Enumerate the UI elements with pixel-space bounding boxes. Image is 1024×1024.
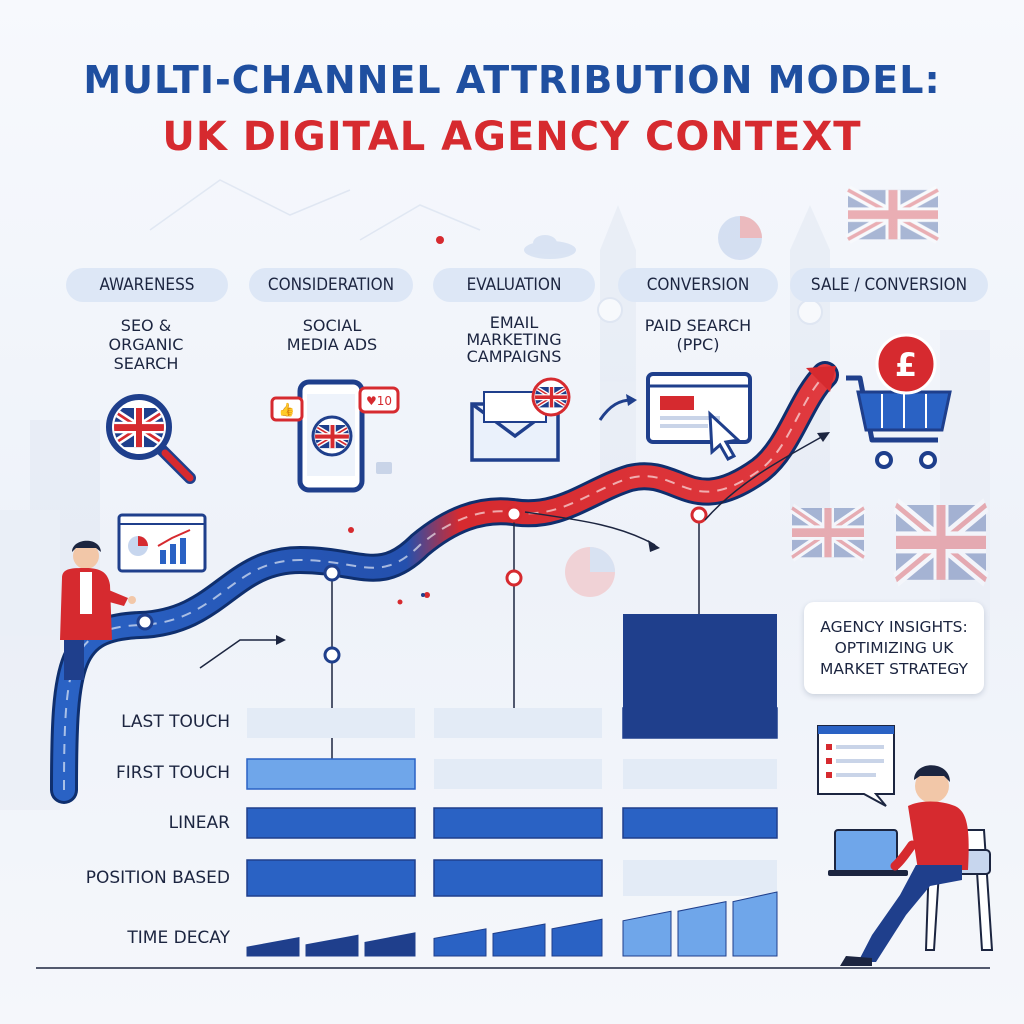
model-bar-0-0 (247, 708, 415, 738)
channel-seo-line: SEARCH (113, 354, 179, 373)
model-bar-2-2 (622, 807, 778, 839)
time-decay-bar (246, 936, 300, 957)
channel-seo-line: SEO & (120, 316, 172, 335)
stage-awareness-pill: AWARENESS (66, 268, 228, 302)
agency-insights-card: AGENCY INSIGHTS: OPTIMIZING UK MARKET ST… (804, 602, 984, 694)
model-first-touch-label: FIRST TOUCH (115, 763, 230, 783)
pound-icon: £ (895, 346, 917, 384)
model-bar-0-1 (434, 708, 602, 738)
channel-ppc-label: PAID SEARCH (PPC) (628, 316, 768, 354)
stage-evaluation-pill: EVALUATION (433, 268, 595, 302)
model-bar-1-0 (246, 758, 416, 790)
analyst-person-laptop-illustration (828, 765, 994, 966)
channel-seo-label: SEO & ORGANIC SEARCH (86, 316, 206, 373)
model-position-based-label: POSITION BASED (85, 868, 230, 888)
chat-report-bubble-icon (817, 725, 895, 807)
channel-ppc-line: PAID SEARCH (644, 316, 752, 335)
time-decay-bar (305, 934, 359, 957)
time-decay-bar (732, 891, 778, 957)
time-decay-bar (433, 928, 487, 957)
channel-email-line: CAMPAIGNS (466, 347, 562, 366)
shopping-cart-pound-icon: £ (846, 333, 952, 469)
model-bar-1-2 (623, 759, 777, 789)
insight-line: MARKET STRATEGY (820, 659, 968, 678)
stage-consideration-pill: CONSIDERATION (249, 268, 413, 302)
model-bar-2-1 (433, 807, 603, 839)
attribution-model-grid (246, 614, 778, 957)
insight-line: OPTIMIZING UK (834, 638, 954, 657)
browser-cursor-icon (598, 372, 752, 461)
channel-ppc-line: (PPC) (676, 335, 720, 354)
channel-social-line: SOCIAL (302, 316, 362, 335)
channel-social-label: SOCIAL MEDIA ADS (270, 316, 394, 354)
svg-text:♥10: ♥10 (366, 394, 392, 408)
time-decay-bar (677, 900, 727, 957)
stage-sale-pill: SALE / CONVERSION (790, 268, 988, 302)
model-bar-last-touch-conversion (623, 614, 777, 738)
model-bar-3-1 (433, 859, 603, 897)
model-bar-3-2 (623, 860, 777, 896)
channel-email-label: EMAIL MARKETING CAMPAIGNS (452, 314, 576, 365)
model-time-decay-label: TIME DECAY (127, 928, 230, 948)
pie-chart-icon (565, 547, 615, 597)
smartphone-uk-flag-icon: 👍 ♥10 (270, 379, 400, 493)
svg-text:👍: 👍 (279, 402, 295, 418)
time-decay-bar (551, 918, 603, 957)
dashboard-card-icon (117, 513, 207, 573)
channel-social-line: MEDIA ADS (286, 335, 378, 354)
magnifier-uk-flag-icon (106, 394, 196, 484)
time-decay-bar (492, 923, 546, 957)
path-arrowhead-icon (806, 366, 836, 392)
model-bar-3-0 (246, 859, 416, 897)
model-last-touch-label: LAST TOUCH (121, 712, 230, 732)
insight-line: AGENCY INSIGHTS: (820, 617, 968, 636)
pie-chart-icon (718, 216, 762, 260)
page-subtitle: UK DIGITAL AGENCY CONTEXT (162, 114, 862, 160)
model-bar-1-1 (434, 759, 602, 789)
model-linear-label: LINEAR (168, 813, 230, 833)
page-title: MULTI-CHANNEL ATTRIBUTION MODEL: (83, 58, 941, 102)
envelope-uk-flag-icon (470, 377, 571, 462)
channel-email-line: MARKETING (466, 330, 562, 349)
time-decay-bar (364, 932, 416, 957)
channel-email-line: EMAIL (489, 313, 539, 332)
channel-seo-line: ORGANIC (108, 335, 184, 354)
cloud-icon (524, 235, 576, 259)
time-decay-bar (622, 910, 672, 957)
stage-conversion-pill: CONVERSION (618, 268, 778, 302)
presenter-person-illustration (60, 540, 136, 680)
model-bar-2-0 (246, 807, 416, 839)
